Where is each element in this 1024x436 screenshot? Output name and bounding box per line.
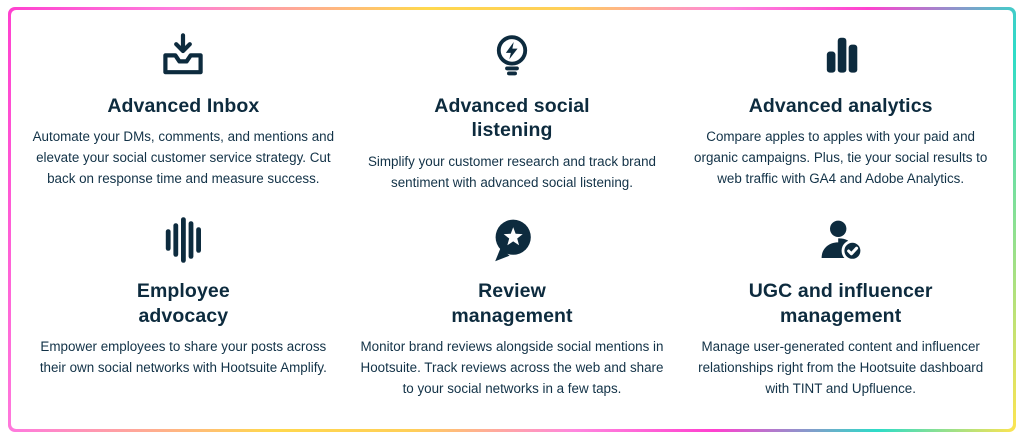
feature-card-advanced-analytics: Advanced analytics Compare apples to app…	[676, 28, 1005, 193]
features-grid: Advanced Inbox Automate your DMs, commen…	[11, 10, 1013, 429]
signal-bars-icon	[159, 213, 207, 267]
inbox-download-icon	[159, 28, 207, 82]
feature-card-review-management: Review management Monitor brand reviews …	[348, 213, 677, 399]
feature-title: Advanced analytics	[748, 95, 933, 117]
feature-description: Monitor brand reviews alongside social m…	[360, 339, 664, 396]
feature-card-advanced-inbox: Advanced Inbox Automate your DMs, commen…	[19, 28, 348, 193]
feature-card-advanced-social-listening: Advanced social listening Simplify your …	[348, 28, 677, 193]
feature-card-employee-advocacy: Employee advocacy Empower employees to s…	[19, 213, 348, 399]
feature-description: Simplify your customer research and trac…	[367, 153, 656, 190]
feature-title: Advanced Inbox	[107, 95, 260, 117]
feature-description: Automate your DMs, comments, and mention…	[32, 129, 335, 186]
gradient-border-frame: Advanced Inbox Automate your DMs, commen…	[8, 7, 1016, 432]
feature-description: Empower employees to share your posts ac…	[39, 339, 327, 375]
bar-chart-icon	[818, 28, 864, 82]
feature-title: Employee advocacy	[136, 280, 230, 327]
feature-description: Compare apples to apples with your paid …	[694, 129, 988, 186]
feature-title: UGC and influencer management	[748, 280, 933, 327]
feature-title: Review management	[451, 280, 573, 327]
feature-description: Manage user-generated content and influe…	[698, 339, 984, 396]
user-check-icon	[817, 213, 865, 267]
feature-title: Advanced social listening	[434, 95, 590, 142]
lightbulb-bolt-icon	[489, 28, 535, 82]
chat-star-icon	[488, 213, 536, 267]
feature-card-ugc-influencer-management: UGC and influencer management Manage use…	[676, 213, 1005, 399]
